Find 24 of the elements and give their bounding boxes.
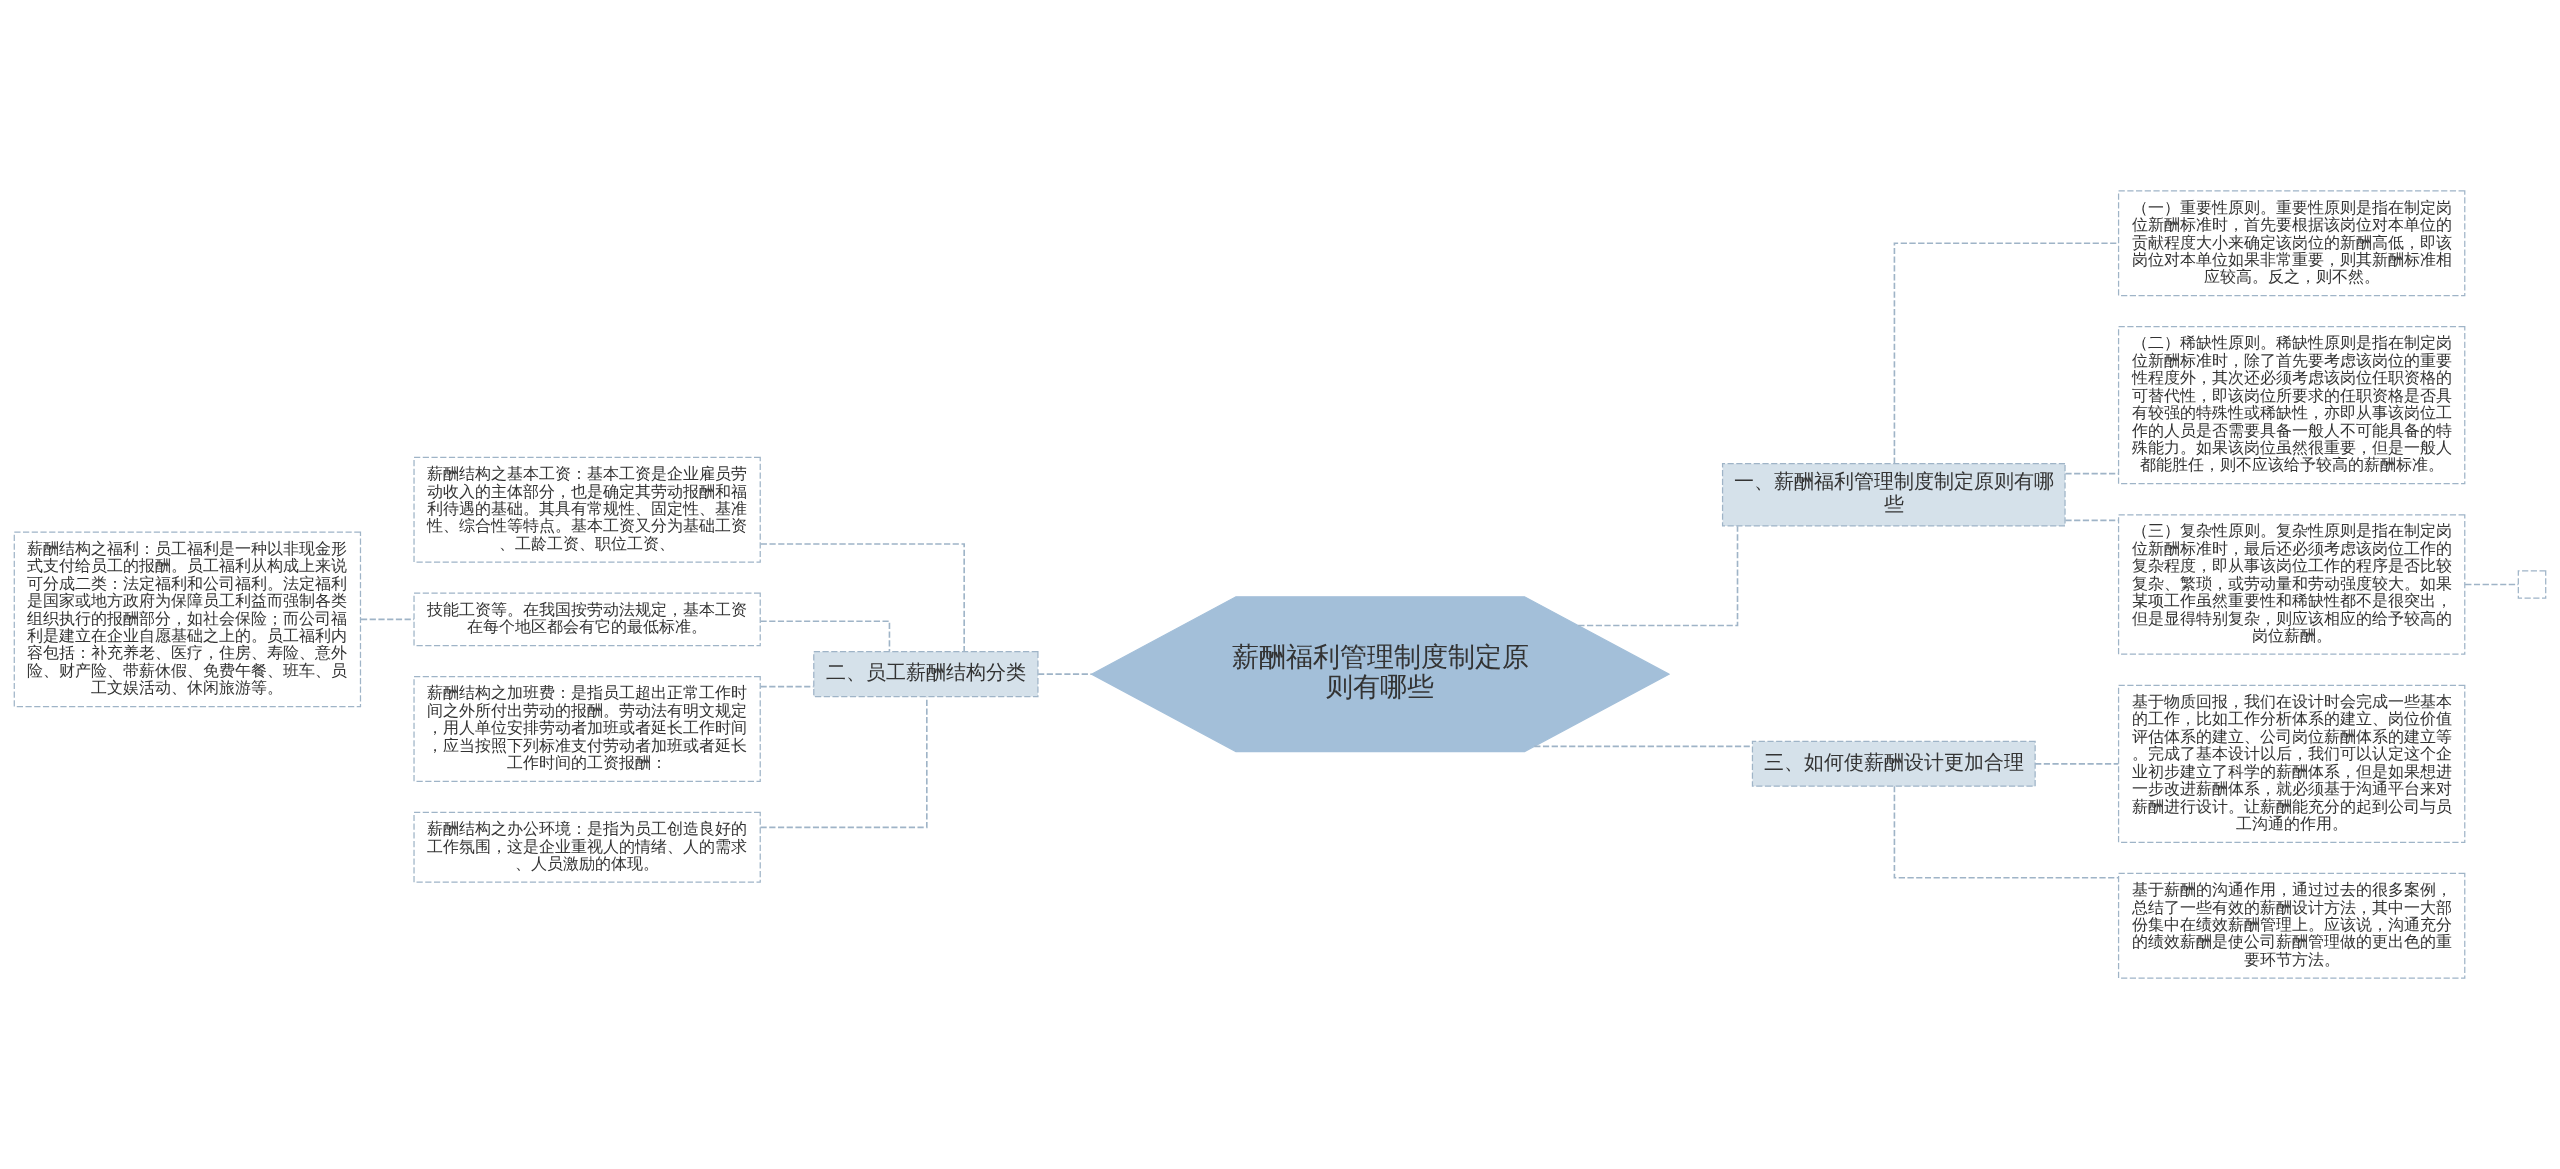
connector [1037,673,1093,675]
connector [360,618,415,621]
connector [2034,763,2120,765]
node-box: （一）重要性原则。重要性原则是指在制定岗位新酬标准时，首先要根据该岗位对本单位的贡献程度大小来确定该岗位的新酬高低，即该岗位对本单位如果非常重要，则其新酬标准相应较高。反之，则不然。 [2117,190,2466,297]
node-box: 薪酬结构之福利：员工福利是一种以非现金形式支付给员工的报酬。员工福利从构成上来说可分成二类：法定福利和公司福利。法定福利是国家或地方政府为保障员工利益而强制各类组织执行的报酬部分，如社会保险；而公司福利是建立在企业自愿基础之上的。员工福利内容包括：补充养老、医疗，住房、寿险、意外险、财产险、带薪休假、免费午餐、班车、员工文娱活动、休闲旅游等。 [13,531,362,708]
node-box [2517,570,2547,599]
node-box: （三）复杂性原则。复杂性原则是指在制定岗位新酬标准时，最后还必须考虑该岗位工作的复杂程度，即从事该岗位工作的程序是否比较复杂、繁琐，或劳动量和劳动强度较大。如果某项工作虽然重要性和稀缺性都不是很突出，但是显得特别复杂，则应该相应的给予较高的岗位薪酬。 [2117,514,2466,655]
node-box: 基于物质回报，我们在设计时会完成一些基本的工作，比如工作分析体系的建立、岗位价值评估体系的建立、公司岗位薪酬体系的建立等。完成了基本设计以后，我们可以认定这个企业初步建立了科学的薪酬体系，但是如果想进一步改进薪酬体系，就必须基于沟通平台来对薪酬进行设计。让薪酬能充分的起到公司与员工沟通的作用。 [2117,684,2466,843]
node-box: 薪酬结构之办公环境：是指为员工创造良好的工作氛围，这是企业重视人的情绪、人的需求、人员激励的体现。 [413,811,761,883]
connector [759,685,815,688]
node-box: （二）稀缺性原则。稀缺性原则是指在制定岗位新酬标准时，除了首先要考虑该岗位的重要性程度外，其次还必须考虑该岗位任职资格的可替代性，即该岗位所要求的任职资格是否具有较强的特殊性或稀缺性，亦即从事该岗位工作的人员是否需要具备一般人不可能具备的特殊能力。如果该岗位虽然很重要，但是一般人都能胜任，则不应该给予较高的薪酬标准。 [2117,326,2466,485]
node-box: 二、员工薪酬结构分类 [813,651,1039,698]
connector [2464,583,2519,586]
node-box: 一、薪酬福利管理制度制定原则有哪些 [1721,463,2066,527]
connector [1533,745,1753,748]
node-box: 三、如何使薪酬设计更加合理 [1751,740,2036,787]
node-box: 基于薪酬的沟通作用，通过过去的很多案例，总结了一些有效的薪酬设计方法，其中一大部份集中在绩效薪酬管理上。应该说，沟通充分的绩效薪酬是使公司薪酬管理做的更出色的重要环节方法。 [2117,872,2466,979]
connector [1893,785,2119,879]
connector [759,543,965,653]
connector [1893,242,2119,465]
node-box: 薪酬结构之基本工资：基本工资是企业雇员劳动收入的主体部分，也是确定其劳动报酬和福利待遇的基础。其具有常规性、固定性、基准性、综合性等特点。基本工资又分为基础工资、工龄工资、职位工资、 [413,456,761,563]
node-box: 技能工资等。在我国按劳动法规定，基本工资在每个地区都会有它的最低标准。 [413,592,761,647]
node-box: 薪酬结构之加班费：是指员工超出正常工作时间之外所付出劳动的报酬。劳动法有明文规定，用人单位安排劳动者加班或者延长工作时间，应当按照下列标准支付劳动者加班或者延长工作时间的工资报酬： [413,676,761,782]
connector [1577,525,1739,627]
